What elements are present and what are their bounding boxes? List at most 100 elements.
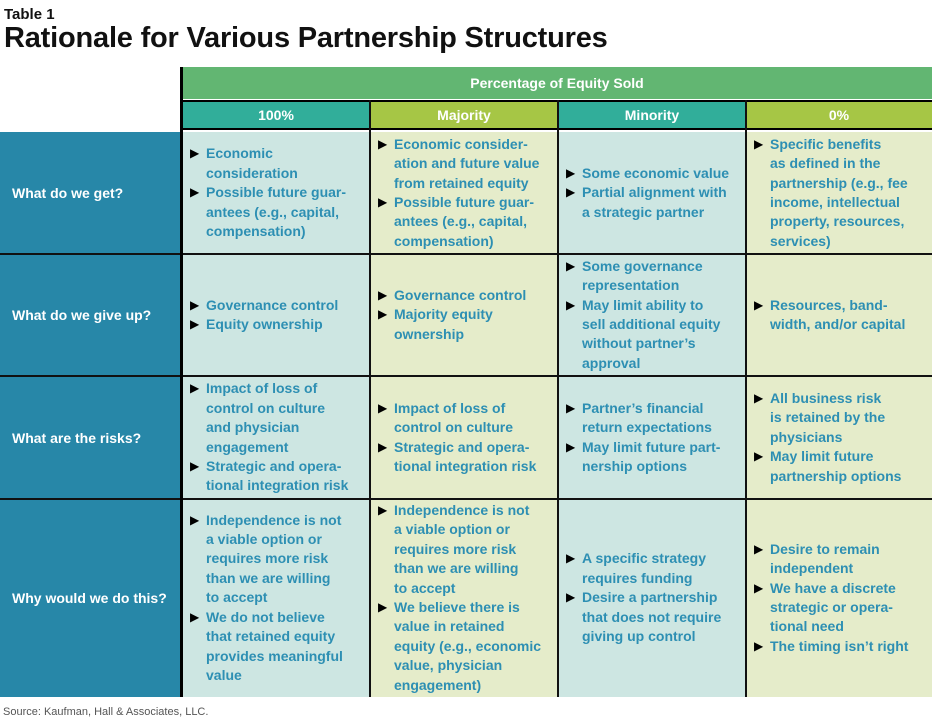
triangle-bullet-icon: ▶ <box>378 136 388 151</box>
bullet-item: ▶ Some governance representation <box>566 257 740 296</box>
triangle-bullet-icon: ▶ <box>190 317 200 331</box>
table-cell: ▶ Governance control ▶ Majority equity owne… <box>370 254 558 376</box>
table-cell: ▶A specific strategy requires funding▶De… <box>558 499 746 697</box>
table-cell: ▶ Independence is not a viable option or … <box>370 499 558 697</box>
column-divider <box>745 100 747 697</box>
bullet-text: The timing isn’t right <box>770 637 909 654</box>
triangle-bullet-icon: ▶ <box>754 136 764 151</box>
triangle-bullet-icon: ▶ <box>566 551 576 566</box>
triangle-bullet-icon: ▶ <box>378 307 388 322</box>
triangle-bullet-icon: ▶ <box>190 146 200 161</box>
row-header-what-do-we-give-up: What do we give up? <box>0 254 180 376</box>
triangle-bullet-icon: ▶ <box>566 590 576 605</box>
triangle-bullet-icon: ▶ <box>378 439 388 454</box>
triangle-bullet-icon: ▶ <box>566 165 576 180</box>
bullet-text: Some economic value <box>582 164 730 181</box>
table-cell: ▶Specific benefits as defined in the par… <box>746 132 932 254</box>
triangle-bullet-icon: ▶ <box>566 185 576 200</box>
bullet-text: Independence is not a viable option or r… <box>394 501 530 596</box>
triangle-bullet-icon: ▶ <box>378 195 388 209</box>
bullet-item: ▶ Desire to remain independent <box>754 540 926 579</box>
bullet-item: ▶ Independence is not a viable option or … <box>378 501 552 598</box>
bullet-item: ▶ Majority equity ownership <box>378 305 552 344</box>
bullet-item: ▶A specific strategy requires funding <box>566 549 740 588</box>
bullet-item: ▶ We believe there is value in retained e… <box>378 598 552 695</box>
triangle-bullet-icon: ▶ <box>190 381 200 396</box>
table-cell: ▶ Impact of loss of control on culture ▶ St… <box>370 376 558 499</box>
bullet-text: Partial alignment with a strategic partn… <box>582 184 727 220</box>
bullet-text: Majority equity ownership <box>394 306 493 342</box>
column-header-4: 0% <box>746 100 932 130</box>
table-cell: ▶ Impact of loss of control on culture an… <box>182 376 370 499</box>
table-cell: ▶ All business risk is retained by the ph… <box>746 376 932 499</box>
bullet-item: ▶May limit future part- nership options <box>566 438 740 477</box>
bullet-text: We do not believe that retained equity p… <box>206 608 343 683</box>
row-divider <box>0 375 932 377</box>
bullet-text: Governance control <box>394 286 527 303</box>
bullet-item: ▶ The timing isn’t right <box>754 637 926 656</box>
bullet-text: Impact of loss of control on culture and… <box>206 380 325 455</box>
row-header-why-would-we-do-this: Why would we do this? <box>0 499 180 697</box>
bullet-item: ▶Independence is not a viable option or … <box>190 511 364 608</box>
triangle-bullet-icon: ▶ <box>190 458 200 473</box>
triangle-bullet-icon: ▶ <box>378 600 388 614</box>
bullet-text: Economic consider- ation and future valu… <box>394 135 540 191</box>
triangle-bullet-icon: ▶ <box>566 297 576 312</box>
row-divider <box>0 498 932 500</box>
bullet-item: ▶ Economic consider- ation and future val… <box>378 135 552 193</box>
bullet-text: Partner’s financial return expectations <box>582 399 712 436</box>
table-cell: ▶ Some governance representation ▶ May limi… <box>558 254 746 376</box>
bullet-text: We believe there is value in retained eq… <box>394 599 542 693</box>
equity-sold-header: Percentage of Equity Sold <box>182 67 932 99</box>
column-header-3: Minority <box>558 100 746 130</box>
table-cell: ▶ Partner’s financial return expectations… <box>558 376 746 499</box>
triangle-bullet-icon: ▶ <box>754 541 764 556</box>
triangle-bullet-icon: ▶ <box>566 258 576 273</box>
column-header-2: Majority <box>370 100 558 130</box>
triangle-bullet-icon: ▶ <box>754 580 764 595</box>
bullet-text: Impact of loss of control on culture <box>394 399 513 436</box>
bullet-text: Desire a partnership that does not requi… <box>582 589 722 645</box>
table-number: Table 1 <box>4 6 55 23</box>
bullet-item: ▶ Strategic and opera- tional integration… <box>378 438 552 477</box>
bullet-item: ▶May limit future partnership options <box>754 447 926 486</box>
bullet-item: ▶ Desire a partnership that does not requ… <box>566 588 740 646</box>
table-cell: ▶ Desire to remain independent▶We have a … <box>746 499 932 697</box>
bullet-item: ▶Governance control <box>190 296 364 315</box>
bullet-item: ▶All business risk is retained by the ph… <box>754 389 926 447</box>
row-header-what-do-we-get: What do we get? <box>0 132 180 254</box>
triangle-bullet-icon: ▶ <box>378 502 388 517</box>
triangle-bullet-icon: ▶ <box>190 512 200 527</box>
table-cell: ▶ Resources, band- width, and/or capital <box>746 254 932 376</box>
bullet-text: May limit ability to sell additional equ… <box>582 296 721 371</box>
bullet-text: Strategic and opera- tional integration … <box>394 438 537 474</box>
bullet-item: ▶We have a discrete strategic or opera- … <box>754 579 926 637</box>
column-header-1: 100% <box>182 100 370 130</box>
table-cell: ▶Governance control▶Equity ownership <box>182 254 370 376</box>
bullet-text: All business risk is retained by the phy… <box>770 389 886 445</box>
bullet-text: Resources, band- width, and/or capital <box>770 296 906 332</box>
row-divider <box>0 253 932 255</box>
bullet-text: Possible future guar- antees (e.g., capi… <box>206 184 347 240</box>
bullet-item: ▶ Partial alignment with a strategic part… <box>566 183 740 222</box>
triangle-bullet-icon: ▶ <box>566 400 576 415</box>
table-cell: ▶Economic consideration▶Possible future … <box>182 132 370 254</box>
bullet-text: Possible future guar- antees (e.g., capi… <box>394 194 535 249</box>
table-cell: ▶Independence is not a viable option or … <box>182 499 370 697</box>
bullet-item: ▶We do not believe that retained equity … <box>190 608 364 686</box>
bullet-text: Desire to remain independent <box>770 540 880 577</box>
triangle-bullet-icon: ▶ <box>754 449 764 464</box>
column-divider <box>369 100 371 697</box>
bullet-item: ▶ Resources, band- width, and/or capital <box>754 296 926 335</box>
triangle-bullet-icon: ▶ <box>190 297 200 312</box>
column-divider <box>557 100 559 697</box>
triangle-bullet-icon: ▶ <box>378 400 388 415</box>
bullet-text: Some governance representation <box>582 257 703 294</box>
triangle-bullet-icon: ▶ <box>754 638 764 653</box>
bullet-item: ▶ May limit ability to sell additional eq… <box>566 296 740 374</box>
bullet-item: ▶ Impact of loss of control on culture <box>378 399 552 438</box>
bullet-text: Economic consideration <box>206 145 298 181</box>
triangle-bullet-icon: ▶ <box>754 297 764 312</box>
bullet-item: ▶ Possible future guar- antees (e.g., cap… <box>378 193 552 251</box>
source-note: Source: Kaufman, Hall & Associates, LLC. <box>3 706 209 718</box>
